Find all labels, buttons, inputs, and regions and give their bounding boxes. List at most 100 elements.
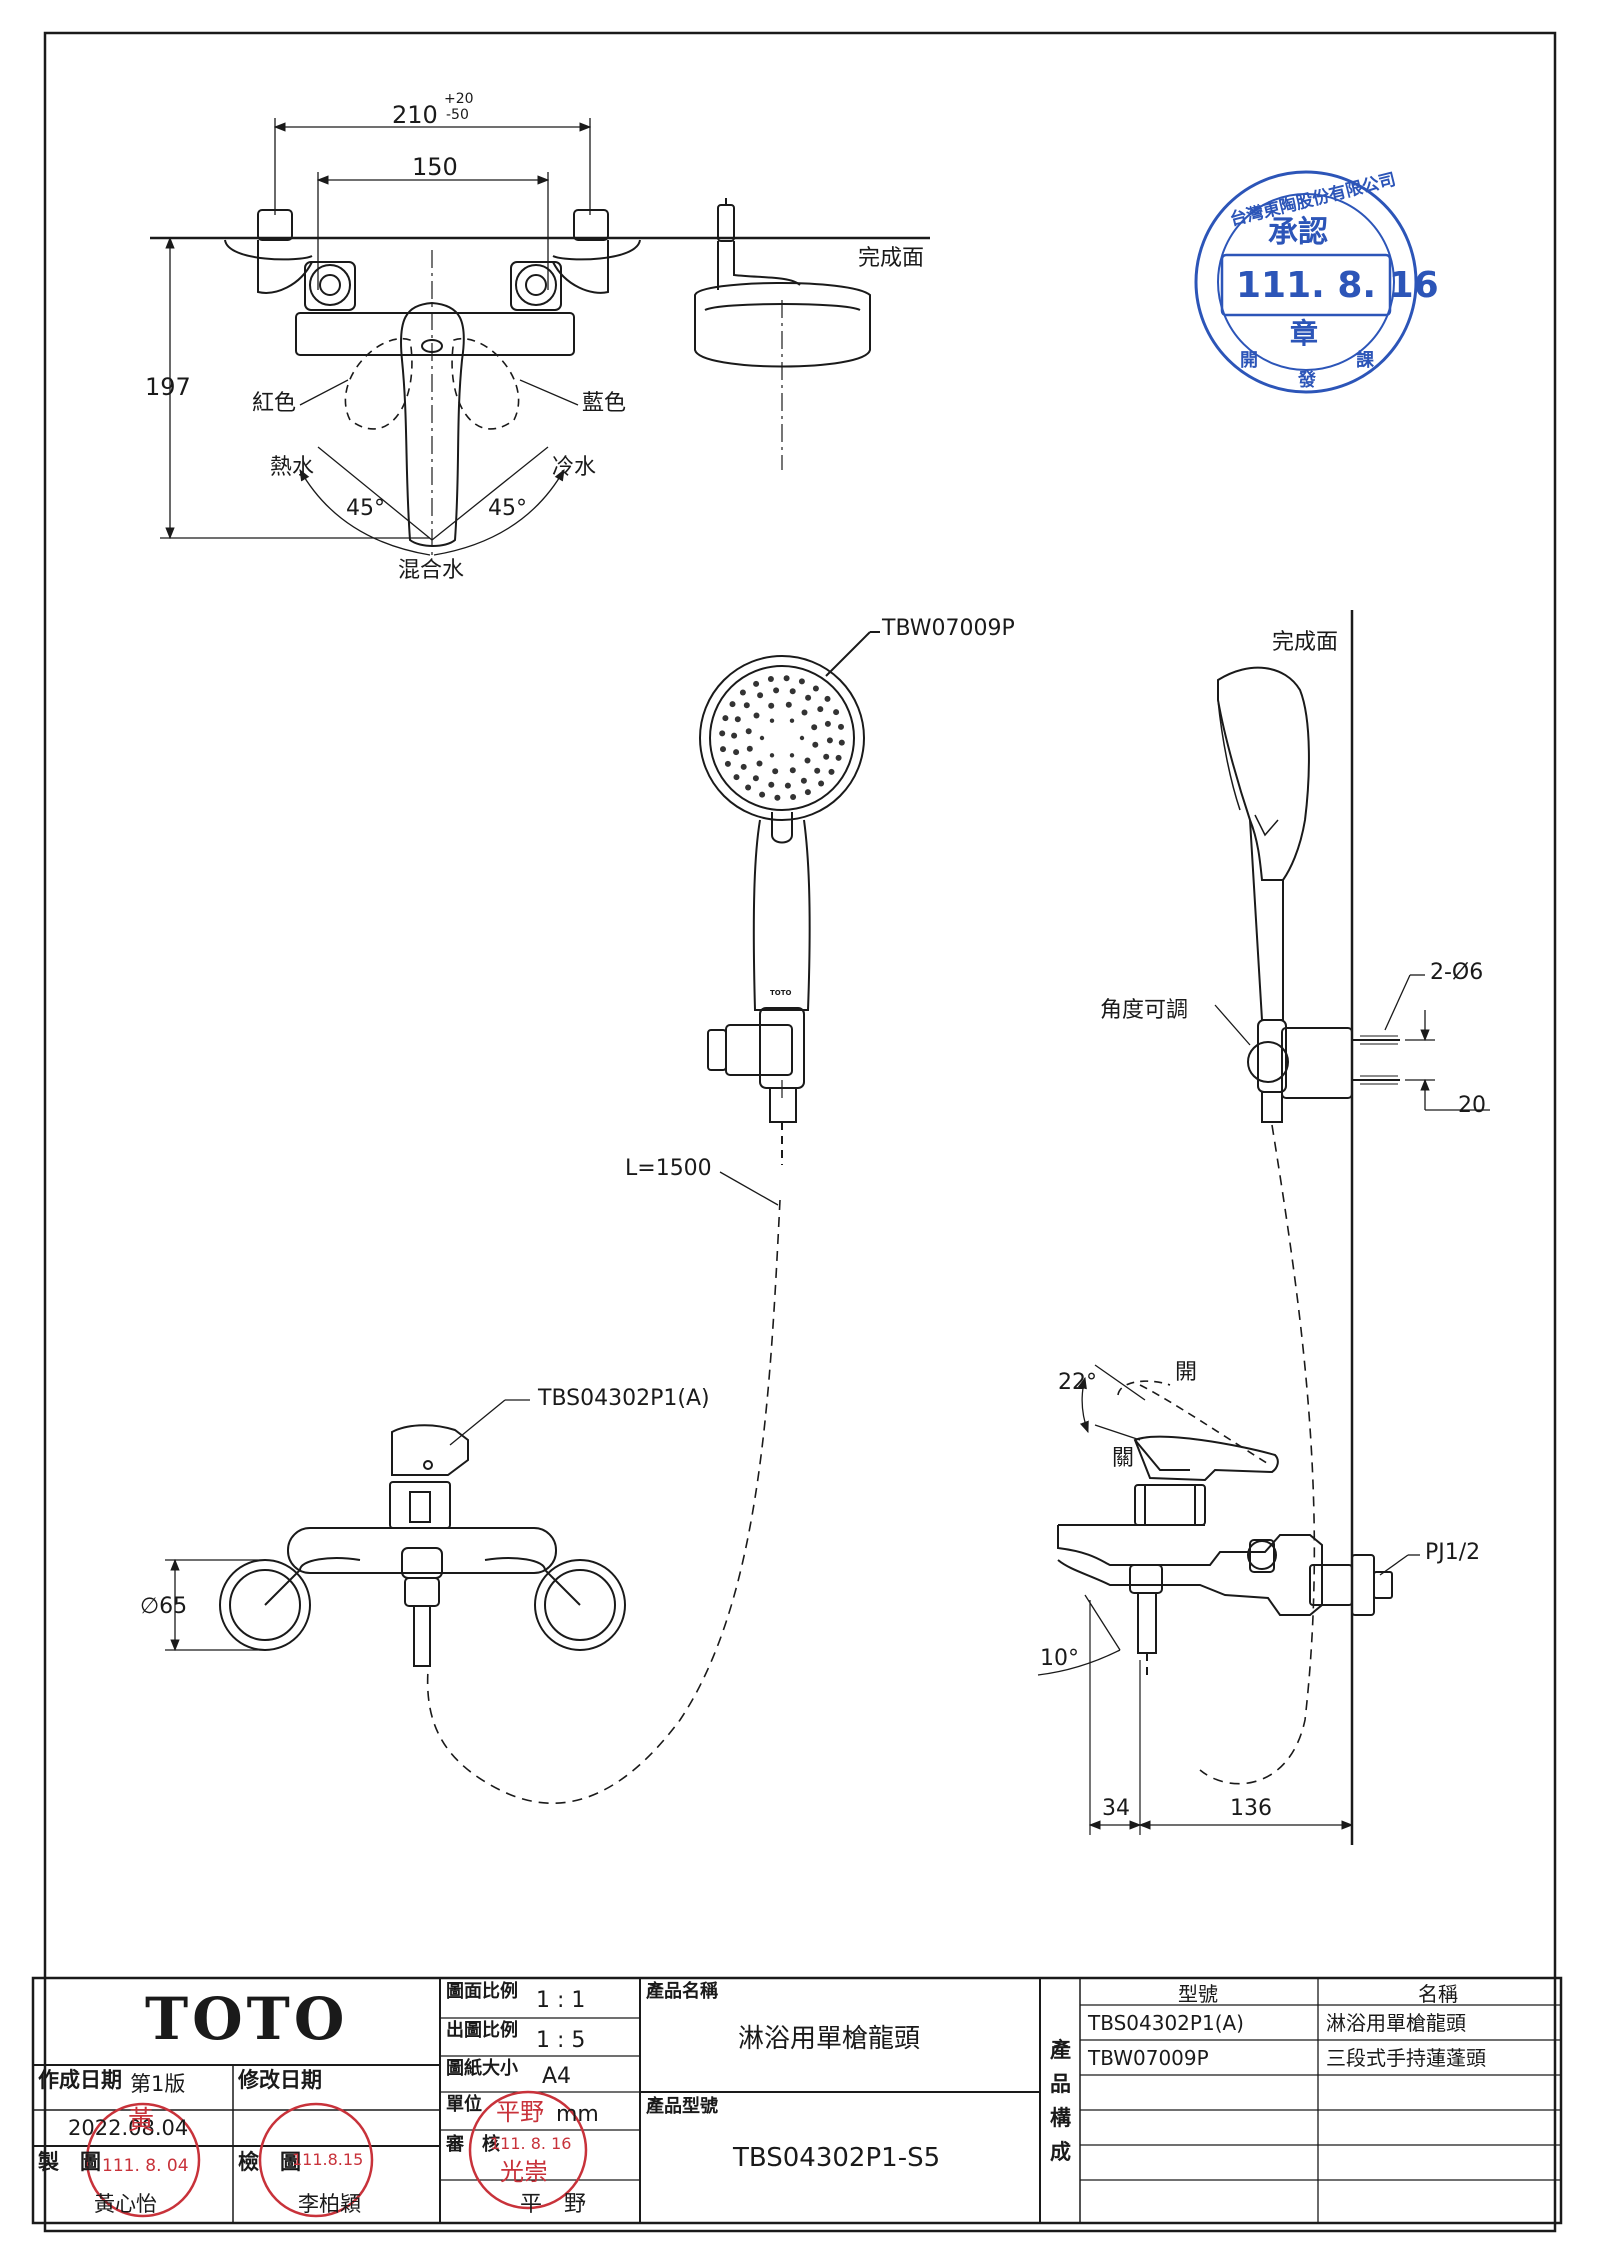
spray-nozzle bbox=[814, 767, 821, 774]
spray-nozzle bbox=[759, 735, 765, 741]
dim-centers: 150 bbox=[412, 153, 458, 181]
spray-nozzle bbox=[774, 794, 781, 801]
red-stamps-graphic bbox=[85, 2090, 588, 2218]
edition-value: 第1版 bbox=[130, 2072, 186, 2096]
spray-nozzle bbox=[838, 723, 844, 730]
approval-stamp-graphic bbox=[1194, 170, 1418, 394]
spray-nozzle bbox=[767, 676, 774, 682]
spray-nozzle bbox=[745, 784, 752, 791]
mix-label: 混合水 bbox=[398, 558, 465, 583]
dim-34-label: 34 bbox=[1102, 1796, 1130, 1821]
spray-nozzle bbox=[752, 775, 759, 782]
paper-size-label: 圖紙大小 bbox=[446, 2058, 518, 2079]
dim-tol-minus: -50 bbox=[446, 107, 469, 123]
spray-nozzle bbox=[838, 739, 845, 746]
spray-nozzle bbox=[804, 757, 811, 764]
product-model-label: 產品型號 bbox=[646, 2096, 718, 2117]
spray-nozzle bbox=[756, 760, 763, 767]
spray-nozzle bbox=[769, 753, 775, 758]
spray-nozzle bbox=[812, 685, 819, 692]
spray-nozzle bbox=[772, 768, 779, 775]
spray-nozzle bbox=[817, 706, 824, 713]
spray-nozzle bbox=[733, 749, 740, 756]
spray-nozzle bbox=[824, 695, 831, 702]
spray-nozzle bbox=[811, 724, 818, 731]
angle-10-label: 10° bbox=[1040, 1646, 1079, 1671]
output-scale-value: 1 : 5 bbox=[536, 2028, 586, 2053]
review-stamp-bottom: 光崇 bbox=[500, 2158, 548, 2186]
adjustable-angle-label: 角度可調 bbox=[1100, 998, 1189, 1023]
approval-stamp-dept-2: 發 bbox=[1298, 370, 1316, 391]
spray-nozzle bbox=[746, 745, 753, 752]
close-label: 關 bbox=[1112, 1446, 1135, 1471]
side-finish-surface-label: 完成面 bbox=[1272, 630, 1339, 655]
spray-nozzle bbox=[790, 794, 797, 800]
composition-char-4: 成 bbox=[1050, 2140, 1071, 2164]
spray-nozzle bbox=[733, 774, 740, 781]
output-scale-label: 出圖比例 bbox=[446, 2020, 518, 2041]
dim-20-label: 20 bbox=[1458, 1093, 1486, 1118]
handshower-model-label: TBW07009P bbox=[882, 616, 1015, 641]
checked-by-label: 檢 圖 bbox=[238, 2150, 301, 2174]
unit-value: mm bbox=[556, 2102, 599, 2127]
composition-char-3: 構 bbox=[1050, 2106, 1071, 2130]
spray-nozzle bbox=[828, 768, 835, 775]
dim-total: 210 bbox=[392, 101, 438, 129]
spray-nozzle bbox=[722, 715, 729, 722]
spray-nozzle bbox=[789, 688, 796, 695]
spray-nozzle bbox=[734, 716, 741, 723]
drawn-stamp-date: 111. 8. 04 bbox=[102, 2156, 189, 2176]
composition-char-1: 產 bbox=[1050, 2038, 1071, 2062]
checked-stamp-date: 111.8.15 bbox=[292, 2150, 364, 2169]
review-label: 審 核 bbox=[446, 2134, 500, 2155]
spray-nozzle bbox=[804, 789, 811, 796]
spray-nozzle bbox=[724, 760, 731, 767]
spray-nozzle bbox=[769, 718, 775, 723]
spray-nozzle bbox=[759, 791, 766, 798]
spray-nozzle bbox=[731, 732, 738, 739]
spray-nozzle bbox=[801, 709, 808, 716]
spray-nozzle bbox=[798, 678, 805, 685]
composition-char-2: 品 bbox=[1050, 2072, 1071, 2096]
spray-nozzle bbox=[783, 675, 790, 682]
spray-nozzle bbox=[745, 728, 752, 735]
spray-nozzle bbox=[753, 680, 760, 687]
checked-by-value: 李柏穎 bbox=[298, 2192, 361, 2216]
title-block-grid bbox=[31, 1976, 1563, 2225]
side-view bbox=[1037, 610, 1490, 1845]
spray-nozzle bbox=[768, 781, 775, 788]
cold-label: 冷水 bbox=[552, 455, 597, 480]
spray-nozzle bbox=[785, 701, 792, 708]
spray-nozzle bbox=[739, 689, 746, 696]
revised-date-label: 修改日期 bbox=[238, 2068, 322, 2092]
red-label: 紅色 bbox=[252, 391, 297, 416]
component-model-2: TBW07009P bbox=[1088, 2046, 1209, 2070]
diameter-label: ∅65 bbox=[140, 1594, 188, 1619]
product-model-value: TBS04302P1-S5 bbox=[733, 2143, 941, 2173]
review-stamp-top: 平野 bbox=[496, 2098, 544, 2126]
pipe-spec-label: PJ1/2 bbox=[1425, 1540, 1481, 1565]
created-date-label: 作成日期 bbox=[38, 2068, 122, 2092]
spray-nozzle bbox=[719, 730, 726, 737]
spray-nozzle bbox=[757, 692, 764, 699]
spray-nozzle bbox=[812, 741, 819, 748]
spray-nozzle bbox=[789, 767, 796, 774]
component-name-1: 淋浴用單槍龍頭 bbox=[1326, 2011, 1466, 2035]
components-model-header: 型號 bbox=[1178, 1982, 1218, 2006]
spray-nozzle bbox=[773, 687, 780, 694]
drawn-stamp-name: 黃 bbox=[128, 2106, 155, 2136]
review-stamp-date: 111. 8. 16 bbox=[490, 2134, 572, 2153]
finish-surface-label: 完成面 bbox=[858, 246, 925, 271]
component-name-2: 三段式手持蓮蓬頭 bbox=[1326, 2046, 1486, 2070]
product-name-value: 淋浴用單槍龍頭 bbox=[738, 2024, 921, 2054]
approval-stamp-dept-3: 課 bbox=[1356, 350, 1374, 371]
approval-stamp-date: 111. 8. 16 bbox=[1236, 265, 1439, 306]
spray-nozzle bbox=[818, 780, 825, 787]
dim-136-label: 136 bbox=[1230, 1796, 1272, 1821]
angle-right-label: 45° bbox=[488, 496, 527, 521]
spray-nozzle bbox=[826, 737, 833, 744]
spray-nozzle bbox=[789, 753, 795, 758]
paper-size-value: A4 bbox=[542, 2064, 572, 2089]
